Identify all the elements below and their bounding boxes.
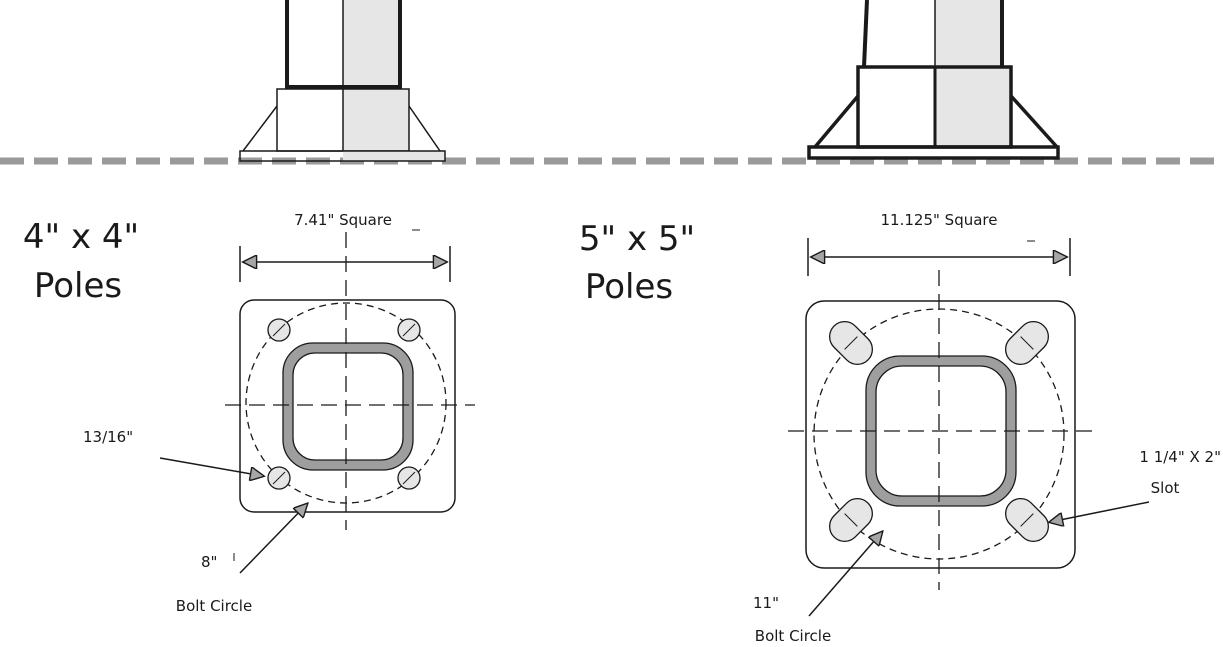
right-width-label: 11.125" Square xyxy=(881,211,998,229)
left-circle-label: Bolt Circle xyxy=(176,597,252,615)
left-hole-label: 13/16" xyxy=(83,428,133,446)
left-hole-leader xyxy=(159,457,263,476)
right-base-plate: 11.125" Square 1 1/4" X 2" Slot xyxy=(753,211,1221,645)
left-bolt-hole xyxy=(267,318,291,342)
left-circle-value: 8" xyxy=(201,553,217,571)
right-slot-size: 1 1/4" X 2" xyxy=(1139,448,1221,466)
right-circle-value: 11" xyxy=(753,594,779,612)
left-bolt-hole xyxy=(397,466,421,490)
right-circle-label: Bolt Circle xyxy=(755,627,831,645)
right-pole-size: 5" x 5" xyxy=(579,219,695,259)
left-pole-elevation xyxy=(239,0,446,162)
left-bolt-hole xyxy=(397,318,421,342)
right-bolt-slot xyxy=(1004,320,1050,366)
right-plate-outline xyxy=(805,300,1076,569)
left-bolt-hole xyxy=(267,466,291,490)
left-pole-size: 4" x 4" xyxy=(23,217,139,257)
right-bolt-slot xyxy=(828,320,874,366)
left-width-label: 7.41" Square xyxy=(294,211,392,229)
left-plate-outline xyxy=(239,299,456,513)
right-bolt-slot xyxy=(1004,497,1050,543)
left-circle-leader xyxy=(239,504,307,574)
right-slot-leader xyxy=(1050,501,1150,522)
left-base-plate: 7.41" Square 13/16" 8" xyxy=(83,211,475,615)
right-pole-elevation xyxy=(807,0,1060,160)
right-bolt-slot xyxy=(828,497,874,543)
left-pole-ring xyxy=(283,343,413,470)
left-pole-word: Poles xyxy=(34,266,122,306)
right-slot-word: Slot xyxy=(1151,479,1180,497)
right-pole-word: Poles xyxy=(585,267,673,307)
right-circle-leader xyxy=(808,532,882,617)
